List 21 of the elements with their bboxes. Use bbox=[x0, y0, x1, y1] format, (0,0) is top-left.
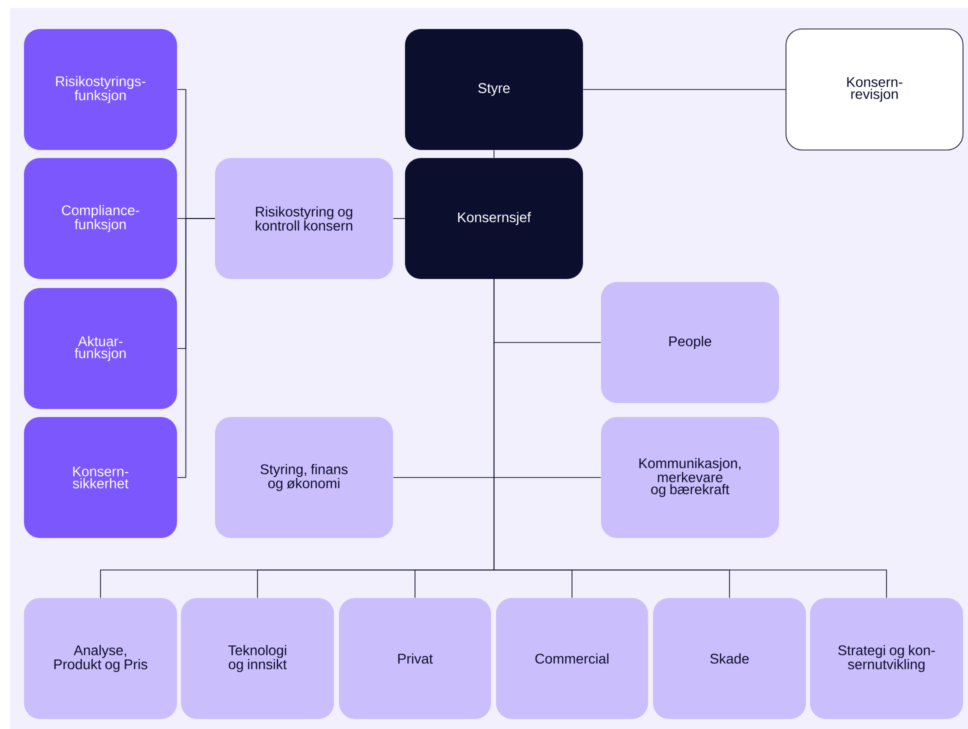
connector-line bbox=[494, 278, 887, 598]
unit-box: Strategi og kon- sernutvikling bbox=[810, 598, 963, 719]
connector-line bbox=[582, 89, 786, 90]
audit-box: Konsern- revisjon bbox=[786, 28, 964, 150]
function-box: Risikostyrings- funksjon bbox=[24, 29, 177, 150]
unit-box: People bbox=[601, 282, 779, 403]
unit-box: Risikostyring og kontroll konsern bbox=[215, 158, 393, 279]
unit-box: Styring, finans og økonomi bbox=[215, 417, 393, 538]
unit-box: Teknologi og innsikt bbox=[181, 598, 334, 719]
leadership-box: Konsernsjef bbox=[405, 158, 583, 279]
connector-line bbox=[392, 218, 406, 219]
unit-box: Kommunikasjon, merkevare og bærekraft bbox=[601, 417, 779, 538]
unit-box: Analyse, Produkt og Pris bbox=[24, 598, 177, 719]
function-box: Compliance- funksjon bbox=[24, 158, 177, 279]
function-box: Konsern- sikkerhet bbox=[24, 417, 177, 538]
leadership-box: Styre bbox=[405, 29, 583, 150]
function-box: Aktuar- funksjon bbox=[24, 288, 177, 409]
unit-box: Skade bbox=[653, 598, 806, 719]
connector-line bbox=[176, 218, 216, 478]
unit-box: Privat bbox=[339, 598, 491, 719]
unit-box: Commercial bbox=[496, 598, 648, 719]
